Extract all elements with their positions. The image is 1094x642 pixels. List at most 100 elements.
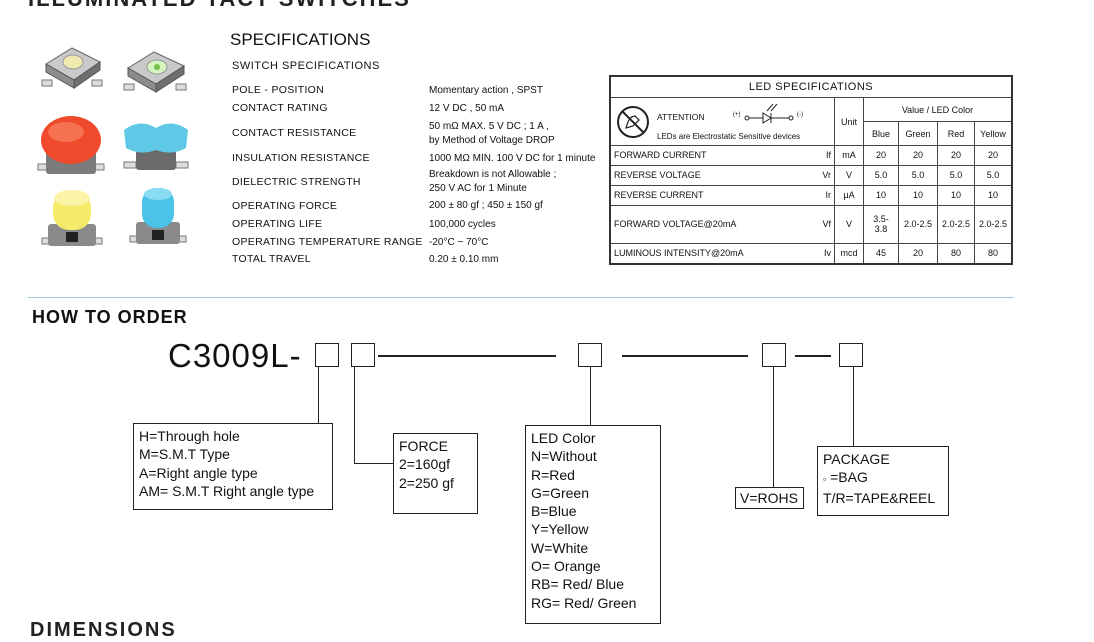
param-unit: V bbox=[834, 164, 864, 186]
spec-label: OPERATING LIFE bbox=[232, 218, 323, 230]
option-text: T/R=TAPE&REEL bbox=[823, 489, 936, 506]
param-value: 2.0-2.5 bbox=[937, 204, 975, 244]
attention-note: LEDs are Electrostatic Sensitive devices bbox=[657, 132, 801, 141]
attention-cell: ATTENTION (+) (-) LEDs are Electrostatic… bbox=[609, 97, 835, 146]
bag-option: =BAG bbox=[830, 469, 868, 486]
plus-terminal: (+) bbox=[733, 112, 741, 118]
force-box: FORCE 2=160gf 2=250 gf bbox=[393, 433, 478, 514]
option-text: A=Right angle type bbox=[139, 464, 258, 481]
table-row: FORWARD CURRENT If mA 20 20 20 20 bbox=[609, 145, 1013, 166]
param-unit: mcd bbox=[834, 242, 864, 265]
option-text: AM= S.M.T Right angle type bbox=[139, 482, 315, 499]
param-name: FORWARD CURRENT bbox=[609, 145, 814, 166]
option-text: V=ROHS bbox=[740, 490, 798, 506]
switch-image-clear bbox=[41, 47, 103, 89]
param-name: LUMINOUS INTENSITY@20mA bbox=[609, 242, 814, 265]
option-text: H=Through hole bbox=[139, 428, 240, 444]
param-value: 20 bbox=[898, 242, 938, 265]
switch-image-red bbox=[37, 116, 105, 174]
param-value: 5.0 bbox=[974, 164, 1013, 186]
param-unit: mA bbox=[834, 145, 864, 166]
color-header: Green bbox=[898, 121, 938, 146]
led-specifications-table: LED SPECIFICATIONS ATTENTION (+) (-) LED… bbox=[609, 75, 1013, 265]
option-text: FORCE bbox=[399, 438, 448, 454]
option-text: RB= Red/ Blue bbox=[531, 576, 624, 593]
led-table-caption: LED SPECIFICATIONS bbox=[609, 75, 1013, 98]
leader-line bbox=[773, 367, 774, 487]
spec-value: 1000 MΩ MIN. 100 V DC for 1 minute bbox=[429, 153, 596, 164]
spec-label: POLE - POSITION bbox=[232, 84, 325, 96]
bag-mark: ▫ bbox=[823, 474, 827, 485]
switch-specifications-subheading: SWITCH SPECIFICATIONS bbox=[232, 60, 380, 72]
param-value: 80 bbox=[937, 242, 975, 265]
code-slot-type bbox=[315, 343, 339, 367]
param-name: REVERSE CURRENT bbox=[609, 184, 814, 206]
spec-value: 100,000 cycles bbox=[429, 219, 496, 230]
param-value: 2.0-2.5 bbox=[974, 204, 1013, 244]
param-unit: μA bbox=[834, 184, 864, 206]
section-title-cut: ILLUMINATED TACT SWITCHES bbox=[28, 0, 411, 12]
leader-line bbox=[590, 367, 591, 425]
code-slot-rohs bbox=[762, 343, 786, 367]
spec-value: 50 mΩ MAX. 5 V DC ; 1 A , bbox=[429, 121, 549, 132]
dimensions-heading-cut: DIMENSIONS bbox=[30, 619, 177, 641]
attention-label: ATTENTION bbox=[657, 112, 705, 122]
switch-image-green bbox=[123, 51, 187, 93]
param-value: 3.5-3.8 bbox=[863, 204, 899, 244]
param-symbol: If bbox=[814, 145, 835, 166]
code-slot-force bbox=[351, 343, 375, 367]
color-header: Red bbox=[937, 121, 975, 146]
connector-line bbox=[622, 355, 748, 357]
spec-value: 12 V DC , 50 mA bbox=[429, 103, 505, 114]
spec-value: by Method of Voltage DROP bbox=[429, 135, 555, 146]
spec-value: 250 V AC for 1 Minute bbox=[429, 183, 527, 194]
minus-terminal: (-) bbox=[797, 112, 803, 118]
spec-label: OPERATING TEMPERATURE RANGE bbox=[232, 236, 423, 248]
spec-label: INSULATION RESISTANCE bbox=[232, 152, 370, 164]
value-header: Value / LED Color bbox=[863, 97, 1013, 122]
param-value: 20 bbox=[974, 145, 1013, 166]
leader-line bbox=[354, 463, 393, 464]
led-diode-symbol-icon bbox=[744, 103, 794, 124]
color-header: Yellow bbox=[974, 121, 1013, 146]
connector-line bbox=[795, 355, 831, 357]
table-row: FORWARD VOLTAGE@20mA Vf V 3.5-3.8 2.0-2.… bbox=[609, 204, 1013, 244]
param-value: 10 bbox=[937, 184, 975, 206]
param-value: 10 bbox=[863, 184, 899, 206]
spec-value: Breakdown is not Allowable ; bbox=[429, 169, 557, 180]
rohs-box: V=ROHS bbox=[735, 487, 804, 509]
param-unit: V bbox=[834, 204, 864, 244]
switch-image-yellow bbox=[41, 190, 103, 246]
param-symbol: Iv bbox=[814, 242, 835, 265]
unit-header: Unit bbox=[834, 97, 864, 146]
spec-label: TOTAL TRAVEL bbox=[232, 253, 311, 265]
option-text: PACKAGE bbox=[823, 451, 890, 467]
spec-label: CONTACT RESISTANCE bbox=[232, 127, 357, 139]
esd-warning-icon bbox=[617, 106, 649, 138]
spec-label: CONTACT RATING bbox=[232, 102, 328, 114]
part-number-prefix: C3009L- bbox=[168, 337, 302, 374]
option-text: RG= Red/ Green bbox=[531, 594, 637, 611]
spec-value: 200 ± 80 gf ; 450 ± 150 gf bbox=[429, 200, 543, 211]
option-text: Y=Yellow bbox=[531, 521, 589, 538]
how-to-order-heading: HOW TO ORDER bbox=[32, 307, 188, 327]
package-box: PACKAGE ▫ =BAG T/R=TAPE&REEL bbox=[817, 446, 949, 516]
param-value: 5.0 bbox=[937, 164, 975, 186]
leader-line bbox=[354, 367, 355, 464]
param-value: 20 bbox=[937, 145, 975, 166]
option-text: O= Orange bbox=[531, 558, 601, 575]
param-name: FORWARD VOLTAGE@20mA bbox=[609, 204, 814, 244]
table-row: REVERSE VOLTAGE Vr V 5.0 5.0 5.0 5.0 bbox=[609, 164, 1013, 186]
table-row: LUMINOUS INTENSITY@20mA Iv mcd 45 20 80 … bbox=[609, 242, 1013, 265]
spec-value: Momentary action , SPST bbox=[429, 85, 543, 96]
param-value: 10 bbox=[974, 184, 1013, 206]
table-row: REVERSE CURRENT Ir μA 10 10 10 10 bbox=[609, 184, 1013, 206]
led-color-box: LED Color N=Without R=Red G=Green B=Blue… bbox=[525, 425, 661, 624]
leader-line bbox=[853, 367, 854, 446]
option-text: R=Red bbox=[531, 466, 575, 483]
param-value: 80 bbox=[974, 242, 1013, 265]
param-value: 2.0-2.5 bbox=[898, 204, 938, 244]
switch-image-blue bbox=[123, 123, 189, 170]
param-symbol: Ir bbox=[814, 184, 835, 206]
color-header: Blue bbox=[863, 121, 899, 146]
